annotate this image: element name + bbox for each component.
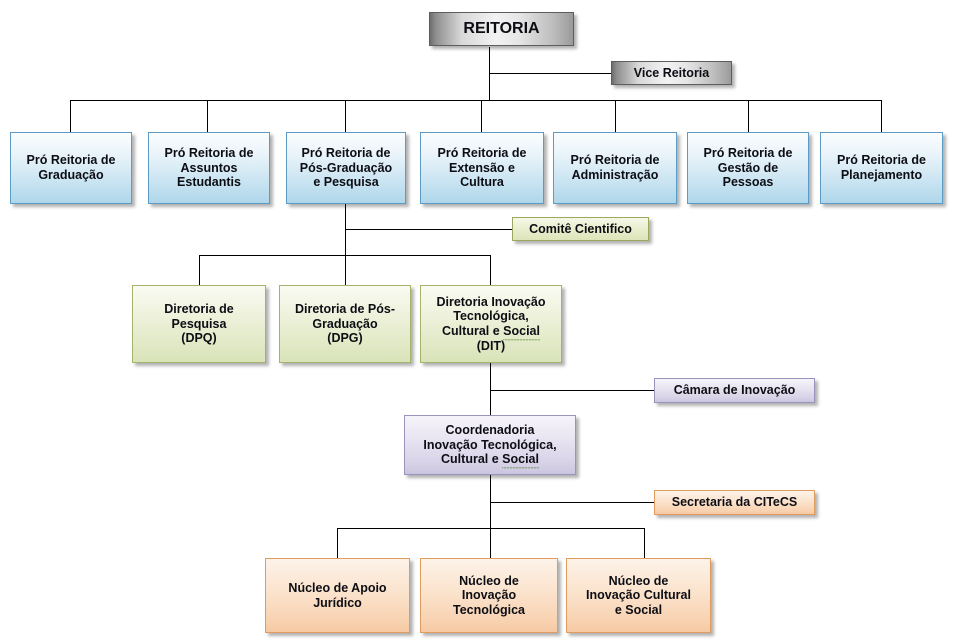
node-pro-reitoria-planejamento[interactable]: Pró Reitoria de Planejamento xyxy=(820,132,943,204)
coordenadoria-line-2: Inovação Tecnológica, xyxy=(423,437,557,452)
node-vice-reitoria[interactable]: Vice Reitoria xyxy=(611,61,732,85)
node-pro-reitoria-extensao-cultura-label: Pró Reitoria de Extensão e Cultura xyxy=(437,146,527,190)
connector-drop-dpg xyxy=(345,255,346,285)
node-pro-reitoria-pos-graduacao-pesquisa[interactable]: Pró Reitoria de Pós-Graduação e Pesquisa xyxy=(286,132,406,204)
coordenadoria-line-3-prefix: Cultural e xyxy=(441,452,503,467)
connector-drop-administracao xyxy=(615,100,616,132)
connector-reitoria-to-vice xyxy=(489,73,612,74)
node-nucleo-inovacao-tecnologica[interactable]: Núcleo de Inovação Tecnológica xyxy=(420,558,558,633)
connector-pos-to-comite xyxy=(345,229,513,230)
node-pro-reitoria-administracao[interactable]: Pró Reitoria de Administração xyxy=(553,132,677,204)
node-nucleo-apoio-juridico-label: Núcleo de Apoio Jurídico xyxy=(288,580,387,610)
node-coordenadoria-inovacao-label: Coordenadoria Inovação Tecnológica, Cult… xyxy=(419,423,560,469)
node-pro-reitoria-graduacao-label: Pró Reitoria de Graduação xyxy=(26,153,116,182)
connector-diretoria-bus xyxy=(199,255,490,256)
dit-line-4: (DIT) xyxy=(476,338,506,353)
coordenadoria-line-3-misspelled-word: Social xyxy=(502,452,539,469)
node-reitoria[interactable]: REITORIA xyxy=(429,12,574,46)
node-pro-reitoria-assuntos-estudantis[interactable]: Pró Reitoria de Assuntos Estudantis xyxy=(148,132,270,204)
node-secretaria-citecs[interactable]: Secretaria da CITeCS xyxy=(654,490,815,515)
node-pro-reitoria-gestao-pessoas[interactable]: Pró Reitoria de Gestão de Pessoas xyxy=(687,132,809,204)
connector-drop-graduacao xyxy=(70,100,71,132)
node-comite-cientifico[interactable]: Comitê Cientifico xyxy=(512,217,649,241)
node-pro-reitoria-gestao-pessoas-label: Pró Reitoria de Gestão de Pessoas xyxy=(703,146,793,190)
node-camara-de-inovacao-label: Câmara de Inovação xyxy=(673,383,796,398)
node-comite-cientifico-label: Comitê Cientifico xyxy=(529,221,632,236)
dit-line-3-misspelled-word: Social xyxy=(503,324,540,341)
node-pro-reitoria-extensao-cultura[interactable]: Pró Reitoria de Extensão e Cultura xyxy=(420,132,544,204)
node-nucleo-inovacao-tecnologica-label: Núcleo de Inovação Tecnológica xyxy=(452,573,525,617)
coordenadoria-line-1: Coordenadoria xyxy=(445,423,535,438)
node-pro-reitoria-pos-graduacao-pesquisa-label: Pró Reitoria de Pós-Graduação e Pesquisa xyxy=(299,146,393,190)
node-diretoria-pesquisa-dpq[interactable]: Diretoria de Pesquisa (DPQ) xyxy=(132,285,266,363)
node-diretoria-inovacao-tecnologica-dit-label: Diretoria Inovação Tecnológica, Cultural… xyxy=(432,295,549,354)
node-diretoria-inovacao-tecnologica-dit[interactable]: Diretoria Inovação Tecnológica, Cultural… xyxy=(420,285,562,363)
node-pro-reitoria-planejamento-label: Pró Reitoria de Planejamento xyxy=(837,153,926,182)
connector-drop-nucleo-juridico xyxy=(337,528,338,558)
connector-coordenadoria-to-secretaria xyxy=(490,502,655,503)
dit-line-2: Tecnológica, xyxy=(453,309,529,324)
node-diretoria-pesquisa-dpq-label: Diretoria de Pesquisa (DPQ) xyxy=(164,302,234,346)
connector-coordenadoria-stem xyxy=(490,475,491,558)
node-vice-reitoria-label: Vice Reitoria xyxy=(633,65,710,80)
connector-proreitoria-bus xyxy=(70,100,881,101)
connector-drop-extensao xyxy=(481,100,482,132)
connector-dit-to-camara xyxy=(490,390,655,391)
connector-pos-stem xyxy=(345,204,346,285)
node-reitoria-label: REITORIA xyxy=(463,19,540,37)
node-pro-reitoria-graduacao[interactable]: Pró Reitoria de Graduação xyxy=(10,132,132,204)
connector-drop-dpq xyxy=(199,255,200,285)
connector-drop-nucleo-tecnologica xyxy=(490,528,491,558)
connector-drop-assuntos xyxy=(207,100,208,132)
connector-drop-pos xyxy=(345,100,346,132)
connector-drop-nucleo-cultural xyxy=(644,528,645,558)
connector-drop-planejamento xyxy=(881,100,882,132)
dit-line-1: Diretoria Inovação xyxy=(436,294,546,309)
node-pro-reitoria-administracao-label: Pró Reitoria de Administração xyxy=(570,153,660,182)
node-diretoria-pos-graduacao-dpg[interactable]: Diretoria de Pós- Graduação (DPG) xyxy=(279,285,411,363)
node-secretaria-citecs-label: Secretaria da CITeCS xyxy=(671,495,798,510)
node-nucleo-apoio-juridico[interactable]: Núcleo de Apoio Jurídico xyxy=(265,558,410,633)
connector-dit-stem xyxy=(490,363,491,415)
node-pro-reitoria-assuntos-estudantis-label: Pró Reitoria de Assuntos Estudantis xyxy=(164,146,254,190)
node-nucleo-inovacao-cultural-social[interactable]: Núcleo de Inovação Cultural e Social xyxy=(566,558,711,633)
node-coordenadoria-inovacao[interactable]: Coordenadoria Inovação Tecnológica, Cult… xyxy=(404,415,576,475)
connector-drop-dit xyxy=(490,255,491,285)
connector-drop-gestao xyxy=(748,100,749,132)
node-diretoria-pos-graduacao-dpg-label: Diretoria de Pós- Graduação (DPG) xyxy=(294,302,396,346)
node-camara-de-inovacao[interactable]: Câmara de Inovação xyxy=(654,378,815,403)
dit-line-3-prefix: Cultural e xyxy=(442,324,504,338)
node-nucleo-inovacao-cultural-social-label: Núcleo de Inovação Cultural e Social xyxy=(586,573,691,617)
